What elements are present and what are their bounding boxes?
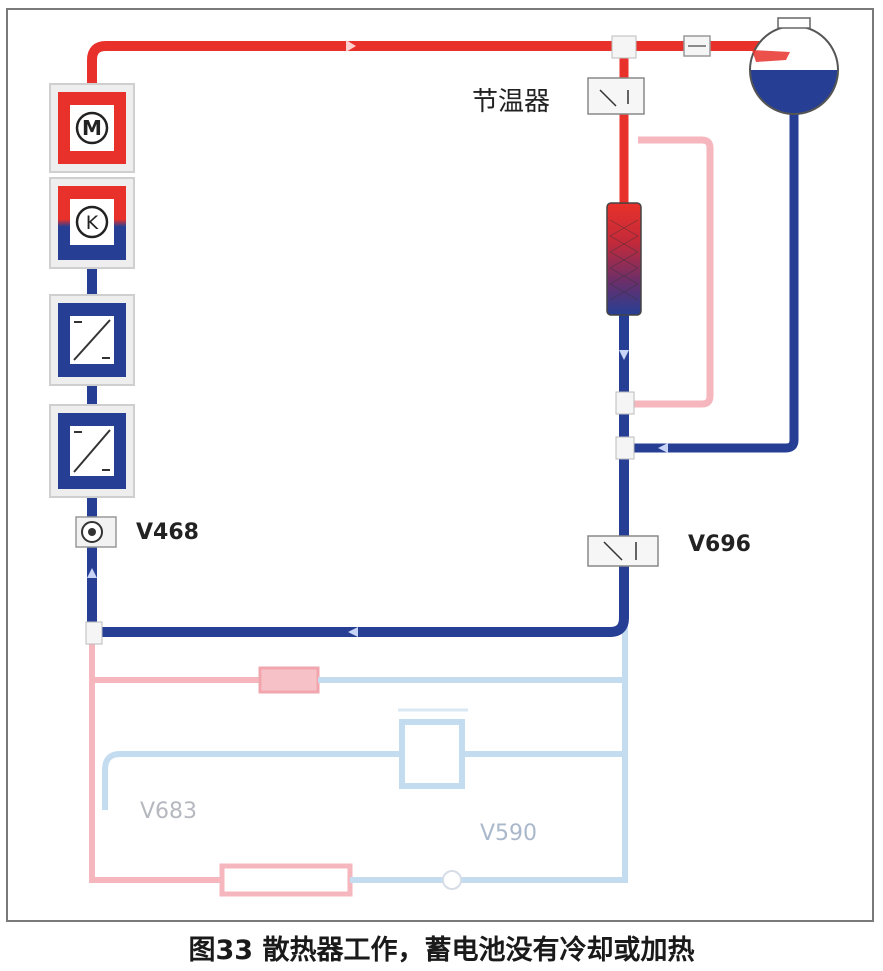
dc-converter-1 [49, 294, 135, 386]
pump-v468: V468 [75, 516, 199, 548]
label-thermostat: 节温器 [472, 87, 550, 117]
label-v590: V590 [480, 821, 537, 846]
thermostat: 节温器 [472, 77, 645, 117]
label-v683: V683 [140, 799, 197, 824]
flow-arrow-left-up [87, 568, 97, 578]
flow-arrow-right-down [619, 350, 629, 360]
flow-arrow-tank-return [658, 443, 668, 453]
label-v696: V696 [688, 532, 751, 557]
inactive-pump-circle [442, 870, 462, 890]
motor-symbol: M [82, 116, 102, 140]
inactive-cold-line-mid-left [102, 751, 402, 810]
dc-converter-2 [49, 404, 135, 498]
diagram-border [6, 8, 874, 922]
radiator [606, 202, 642, 316]
cold-line-right-down [94, 312, 629, 637]
bypass-line [628, 136, 714, 408]
inactive-cold-line-right [350, 570, 628, 883]
junction-bypass [615, 391, 635, 415]
converter-1-diagonal [73, 319, 111, 361]
compressor-unit: K [49, 177, 135, 269]
figure-caption: 图33 散热器工作，蓄电池没有冷却或加热 [188, 935, 695, 966]
flow-arrow-bottom [348, 627, 358, 637]
converter-2-diagonal [73, 429, 111, 473]
hot-circuit [87, 40, 778, 408]
motor-unit: M [49, 83, 135, 173]
motor-symbol-circle [75, 111, 109, 145]
compressor-symbol-circle [75, 205, 109, 239]
junction-top [611, 35, 637, 59]
flow-arrow-top [346, 40, 356, 52]
valve-v696: V696 [587, 532, 751, 567]
inactive-chiller-box [399, 719, 465, 789]
label-v468: V468 [136, 520, 199, 545]
expansion-tank [749, 17, 839, 115]
hot-line-top [87, 41, 778, 88]
compressor-symbol: K [86, 212, 99, 234]
inactive-hot-line-left [89, 640, 222, 883]
expansion-tank-return [626, 104, 799, 453]
junction-bottom-left [85, 621, 103, 645]
junction-tank-return [615, 436, 635, 460]
inactive-circuit [89, 570, 628, 897]
